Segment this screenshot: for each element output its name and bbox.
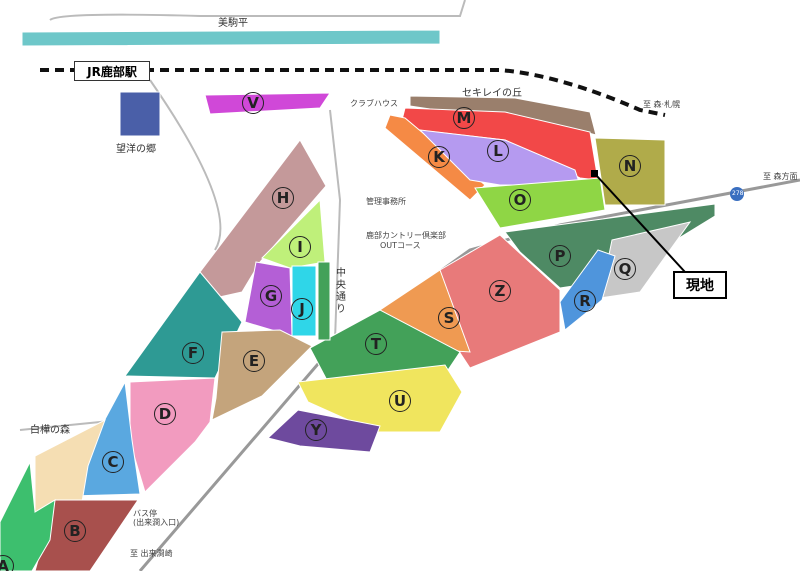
block-label-Q: Q — [614, 258, 636, 280]
label-route: 278 — [732, 190, 744, 197]
block-label-G: G — [260, 285, 282, 307]
block-label-N: N — [619, 155, 641, 177]
label-out-course: OUTコース — [380, 241, 421, 250]
block-label-B: B — [64, 520, 86, 542]
block-E — [211, 329, 313, 421]
block-label-U: U — [389, 390, 411, 412]
label-mikomadaira: 美駒平 — [218, 18, 248, 29]
block-label-H: H — [272, 187, 294, 209]
block-label-J: J — [291, 298, 313, 320]
block-label-C: C — [102, 451, 124, 473]
site-pointer — [595, 174, 686, 273]
label-boyo: 望洋の郷 — [116, 144, 156, 155]
railway — [40, 68, 666, 117]
station-label: JR鹿部駅 — [74, 61, 150, 81]
block-label-M: M — [453, 107, 475, 129]
main-road — [138, 178, 800, 571]
road — [49, 0, 466, 21]
site-label: 現地 — [673, 271, 727, 299]
block-F — [124, 271, 243, 379]
label-bus-stop-name: (出来澗入口) — [133, 518, 180, 527]
block-label-E: E — [243, 350, 265, 372]
label-bus-stop: バス停 — [133, 509, 157, 518]
road — [149, 79, 222, 251]
label-chuo-dori: 中央通り — [336, 268, 346, 315]
block-label-P: P — [549, 245, 571, 267]
block-label-D: D — [154, 403, 176, 425]
block-label-O: O — [509, 189, 531, 211]
block-U — [297, 364, 463, 433]
block-label-T: T — [365, 333, 387, 355]
label-office: 管理事務所 — [366, 197, 406, 206]
block-label-F: F — [182, 342, 204, 364]
block-label-Y: Y — [305, 419, 327, 441]
block-A — [0, 460, 56, 571]
label-shirakaba: 白樺の森 — [30, 425, 70, 436]
block-label-S: S — [438, 307, 460, 329]
route-278-icon — [730, 187, 744, 201]
block-shirakaba — [34, 418, 106, 513]
block-D — [129, 377, 216, 493]
block-label-K: K — [428, 146, 450, 168]
block-top-strip — [21, 29, 441, 47]
block-label-Z: Z — [489, 280, 511, 302]
label-country-club: 鹿部カントリー倶楽部 — [366, 231, 446, 240]
label-sekirei: セキレイの丘 — [462, 88, 522, 99]
block-boyo — [119, 91, 161, 137]
block-label-R: R — [574, 290, 596, 312]
block-label-L: L — [487, 140, 509, 162]
block-label-V: V — [242, 92, 264, 114]
label-to-mori-sapporo: 至 森·札幌 — [643, 100, 681, 109]
block-label-A: A — [0, 555, 14, 571]
road — [329, 109, 342, 341]
label-clubhouse: クラブハウス — [350, 99, 398, 108]
label-to-mori: 至 森方面 — [763, 172, 798, 181]
block-V — [204, 92, 331, 115]
block-label-I: I — [289, 236, 311, 258]
site-marker — [591, 170, 598, 177]
block-chuo — [317, 261, 331, 341]
label-to-dekimasaki: 至 出来澗崎 — [130, 549, 173, 558]
block-O — [474, 177, 606, 229]
